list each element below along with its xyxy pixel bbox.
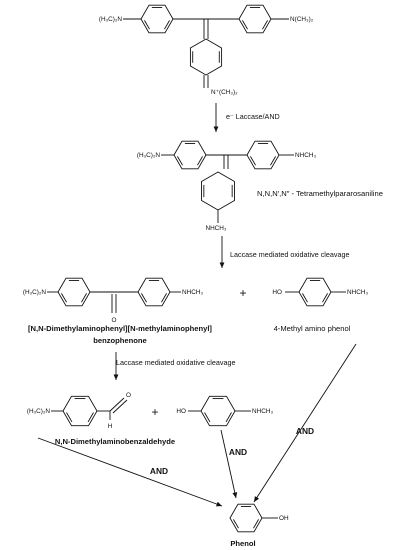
- mol1-left-ring-double-bond-1: [164, 20, 170, 30]
- arrow-mol6-to-phenol-head: [232, 492, 238, 498]
- arrow-step1: [213, 103, 219, 132]
- arrow-mol4-to-phenol-head: [254, 496, 260, 502]
- mol5-aldehyde-hydrogen: H: [108, 423, 113, 430]
- mol5-co-bond-b: [112, 399, 128, 414]
- mol3-right-substituent: NHCH₃: [182, 289, 203, 296]
- mol3-left-ring-double-bond-2: [61, 293, 67, 303]
- mol1-right-substituent: N(CH₃)₂: [290, 16, 314, 23]
- arrow-mol4-to-phenol: [253, 343, 357, 503]
- and-label-right: AND: [296, 426, 314, 436]
- mol2-right-substituent: NHCH₃: [295, 152, 316, 159]
- arrow-step1-head: [213, 126, 219, 132]
- mol5-left-substituent: (H₃C)₂N: [27, 408, 51, 415]
- and-label-middle: AND: [229, 447, 247, 457]
- arrow-step3-head: [113, 374, 119, 380]
- mol2-right-ring: [246, 140, 280, 170]
- reaction-arrows: [37, 103, 357, 507]
- mol6-right-substituent: NHCH₃: [252, 408, 273, 415]
- step1-reagent: e⁻ Laccase/AND: [226, 112, 280, 121]
- mol7-name: Phenol: [230, 539, 255, 548]
- plus-sign-2: +: [151, 405, 158, 419]
- mol3-left-ring: [57, 277, 91, 307]
- mol7-ring-double-bond-2: [233, 519, 239, 529]
- mol6-ring-outline: [200, 395, 236, 427]
- mol5-ring-double-bond-1: [87, 412, 94, 423]
- mol6-ring: [200, 395, 236, 427]
- arrow-mol5-to-phenol: [37, 437, 223, 507]
- mol6-left-substituent: HO: [176, 408, 186, 415]
- arrow-step2: [219, 236, 225, 268]
- mol5-co-bond-a: [109, 397, 125, 412]
- mol1-left-ring: [140, 4, 174, 34]
- mol1-right-ring: [238, 4, 272, 34]
- mol2-lower-ring-outline: [201, 171, 235, 211]
- mol5-aldehyde-oxygen: O: [126, 392, 131, 399]
- mol3-name-line1: [N,N-Dimethylaminophenyl][N-methylaminop…: [28, 324, 212, 333]
- arrow-step3: [113, 352, 119, 380]
- mol2-lower-ring: [201, 171, 235, 211]
- mol4-name: 4-Methyl amino phenol: [274, 324, 351, 333]
- mol4-ring-double-bond-2: [302, 293, 308, 303]
- mol6-ring-double-bond-2: [204, 412, 211, 423]
- mol7-ring-outline: [229, 503, 263, 533]
- mol5-ring-double-bond-2: [66, 412, 73, 423]
- mol2-left-substituent: (H₃C)₂N: [137, 152, 161, 159]
- mol2-left-ring-double-bond-1: [197, 156, 203, 166]
- arrow-step2-head: [219, 262, 225, 268]
- mol6-ring-double-bond-1: [225, 412, 232, 423]
- mol4-ring-double-bond-1: [322, 293, 328, 303]
- mol3-right-ring-double-bond-2: [141, 293, 147, 303]
- step3-reagent: Laccase mediated oxidative cleavage: [116, 358, 235, 367]
- mol3-left-substituent: (H₃C)₂N: [23, 289, 47, 296]
- mol4-ring-outline: [298, 277, 332, 307]
- mol2-right-ring-double-bond-2: [250, 156, 256, 166]
- mol2-left-ring-double-bond-2: [177, 156, 183, 166]
- molecular-structures: [47, 4, 346, 533]
- mol7-ring: [229, 503, 263, 533]
- mol3-right-ring-double-bond-1: [161, 293, 167, 303]
- mol1-bottom-substituent: N⁺(CH₃)₂: [211, 89, 238, 96]
- mol3-right-ring: [137, 277, 171, 307]
- mol1-quinoid-ring-outline: [189, 38, 223, 76]
- mol1-left-ring-outline: [140, 4, 174, 34]
- arrow-mol4-to-phenol-shaft: [253, 343, 357, 503]
- mol4-right-substituent: NHCH₃: [347, 289, 368, 296]
- mol1-left-ring-double-bond-2: [144, 20, 150, 30]
- mol5-ring-outline: [62, 395, 98, 427]
- mol2-right-ring-double-bond-1: [270, 156, 276, 166]
- mol3-carbonyl-oxygen: O: [112, 317, 117, 324]
- mol1-right-ring-double-bond-1: [262, 20, 268, 30]
- arrow-mol5-to-phenol-shaft: [37, 437, 223, 507]
- mol5-name: N,N-Dimethylaminobenzaldehyde: [55, 437, 175, 446]
- mol4-left-substituent: HO: [272, 289, 282, 296]
- arrow-mol6-to-phenol: [220, 429, 238, 499]
- mol5-ring: [62, 395, 98, 427]
- mol3-right-ring-outline: [137, 277, 171, 307]
- mol3-left-ring-double-bond-1: [81, 293, 87, 303]
- arrow-mol6-to-phenol-shaft: [220, 429, 237, 499]
- arrow-mol5-to-phenol-head: [216, 501, 222, 507]
- and-label-left: AND: [150, 466, 168, 476]
- mol2-name: N,N,N′,N″ - Tetramethylpararosaniline: [257, 189, 383, 198]
- mol3-name-line2: benzophenone: [93, 336, 147, 345]
- mol2-bottom-substituent: NHCH₃: [205, 225, 226, 232]
- mol3-left-ring-outline: [57, 277, 91, 307]
- mol7-right-substituent: OH: [279, 515, 289, 522]
- mol7-ring-double-bond-1: [253, 519, 259, 529]
- mol1-right-ring-outline: [238, 4, 272, 34]
- mol4-ring: [298, 277, 332, 307]
- mol1-quinoid-ring: [189, 38, 223, 76]
- mol2-right-ring-outline: [246, 140, 280, 170]
- mol1-left-substituent: (H₃C)₂N: [99, 16, 123, 23]
- mol2-left-ring-outline: [173, 140, 207, 170]
- plus-sign-1: +: [239, 286, 246, 300]
- step2-reagent: Laccase mediated oxidative cleavage: [230, 250, 349, 259]
- mol2-left-ring: [173, 140, 207, 170]
- mol1-right-ring-double-bond-2: [242, 20, 248, 30]
